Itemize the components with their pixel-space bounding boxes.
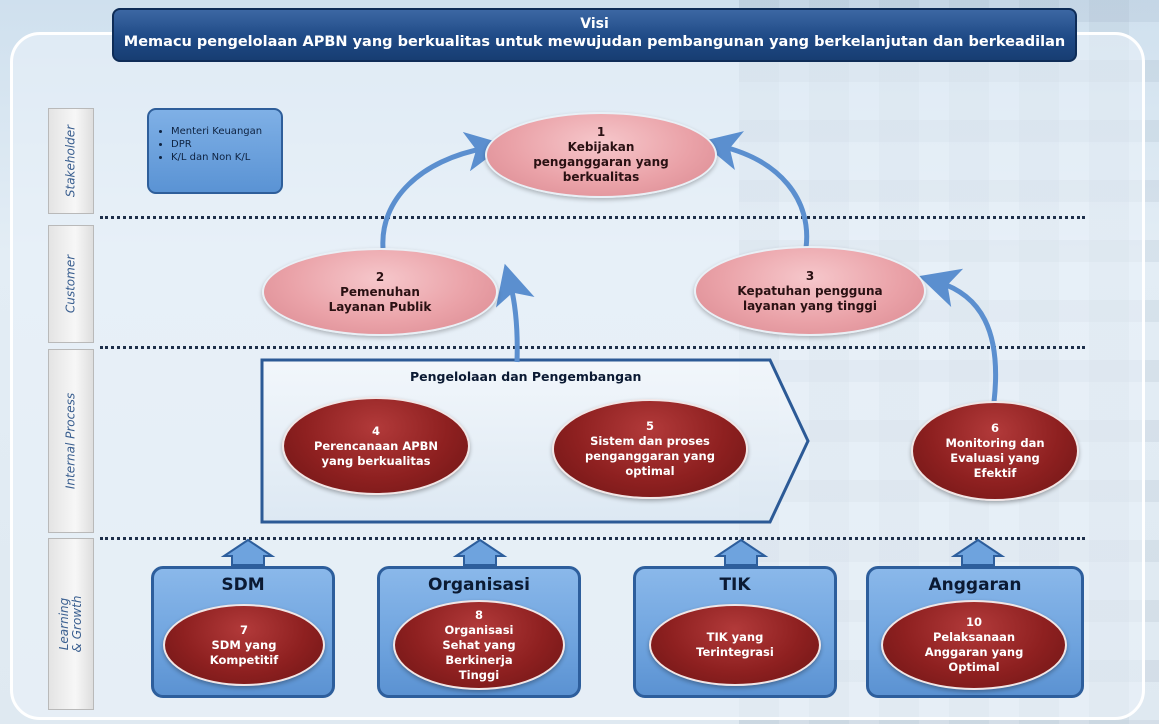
visi-statement: Memacu pengelolaan APBN yang berkualitas…: [123, 34, 1066, 50]
objective-text: TIK yang Terintegrasi: [696, 630, 774, 659]
objective-4-ellipse: 4 Perencanaan APBN yang berkualitas: [282, 397, 470, 495]
stakeholder-list-box: Menteri Keuangan DPR K/L dan Non K/L: [147, 108, 283, 194]
stakeholder-item: K/L dan Non K/L: [171, 152, 281, 163]
objective-number: 8: [474, 607, 483, 622]
objective-text: Kepatuhan pengguna layanan yang tinggi: [737, 283, 883, 313]
objective-9-ellipse: TIK yang Terintegrasi: [649, 604, 821, 686]
objective-1-ellipse: 1 Kebijakan penganggaran yang berkualita…: [485, 112, 717, 198]
perspective-internal-process: Internal Process: [48, 349, 94, 533]
perspective-customer: Customer: [48, 225, 94, 343]
objective-3-ellipse: 3 Kepatuhan pengguna layanan yang tinggi: [694, 246, 926, 336]
up-arrow-anggaran: [950, 538, 1006, 566]
objective-text: Sistem dan proses penganggaran yang opti…: [585, 434, 715, 478]
objective-6-ellipse: 6 Monitoring dan Evaluasi yang Efektif: [911, 401, 1079, 501]
up-arrow-tik: [713, 538, 769, 566]
objective-number: 6: [990, 421, 999, 435]
up-arrow-sdm: [220, 538, 276, 566]
arrow-3-to-1: [700, 131, 810, 249]
divider-customer-process: [100, 346, 1085, 349]
perspective-learning-growth: Learning& Growth: [48, 538, 94, 710]
objective-number: 1: [596, 125, 606, 139]
learning-box-title: SDM: [221, 575, 265, 595]
learning-box-title: TIK: [719, 575, 751, 595]
arrow-2-to-1: [380, 131, 506, 249]
objective-text: Organisasi Sehat yang Berkinerja Tinggi: [442, 622, 516, 682]
objective-text: Monitoring dan Evaluasi yang Efektif: [945, 436, 1045, 480]
objective-text: Pelaksanaan Anggaran yang Optimal: [924, 630, 1024, 674]
visi-banner: Visi Memacu pengelolaan APBN yang berkua…: [112, 8, 1077, 62]
visi-title: Visi: [580, 16, 609, 32]
arrow-process-to-2: [495, 263, 535, 363]
objective-text: Kebijakan penganggaran yang berkualitas: [533, 140, 669, 184]
objective-number: 2: [375, 269, 385, 284]
objective-5-ellipse: 5 Sistem dan proses penganggaran yang op…: [552, 399, 748, 499]
objective-text: SDM yang Kompetitif: [209, 637, 279, 667]
learning-box-title: Anggaran: [928, 575, 1022, 595]
divider-stakeholder-customer: [100, 216, 1085, 219]
stakeholder-item: DPR: [171, 139, 281, 150]
objective-text: Perencanaan APBN yang berkualitas: [313, 438, 439, 468]
objective-2-ellipse: 2 Pemenuhan Layanan Publik: [262, 248, 498, 336]
arrow-6-to-3: [918, 268, 999, 403]
objective-7-ellipse: 7 SDM yang Kompetitif: [163, 604, 325, 686]
objective-number: 10: [965, 615, 982, 629]
objective-10-ellipse: 10 Pelaksanaan Anggaran yang Optimal: [881, 600, 1067, 690]
objective-number: 3: [805, 268, 815, 283]
objective-text: Pemenuhan Layanan Publik: [328, 284, 432, 314]
divider-process-learning: [100, 537, 1085, 540]
learning-box-title: Organisasi: [428, 575, 530, 595]
objective-number: 5: [645, 419, 654, 433]
perspective-stakeholder: Stakeholder: [48, 108, 94, 214]
stakeholder-item: Menteri Keuangan: [171, 126, 281, 137]
process-group-label: Pengelolaan dan Pengembangan: [410, 369, 642, 384]
objective-8-ellipse: 8 Organisasi Sehat yang Berkinerja Tingg…: [393, 600, 565, 690]
up-arrow-organisasi: [452, 538, 508, 566]
objective-number: 7: [239, 622, 248, 637]
objective-number: 4: [371, 423, 380, 438]
